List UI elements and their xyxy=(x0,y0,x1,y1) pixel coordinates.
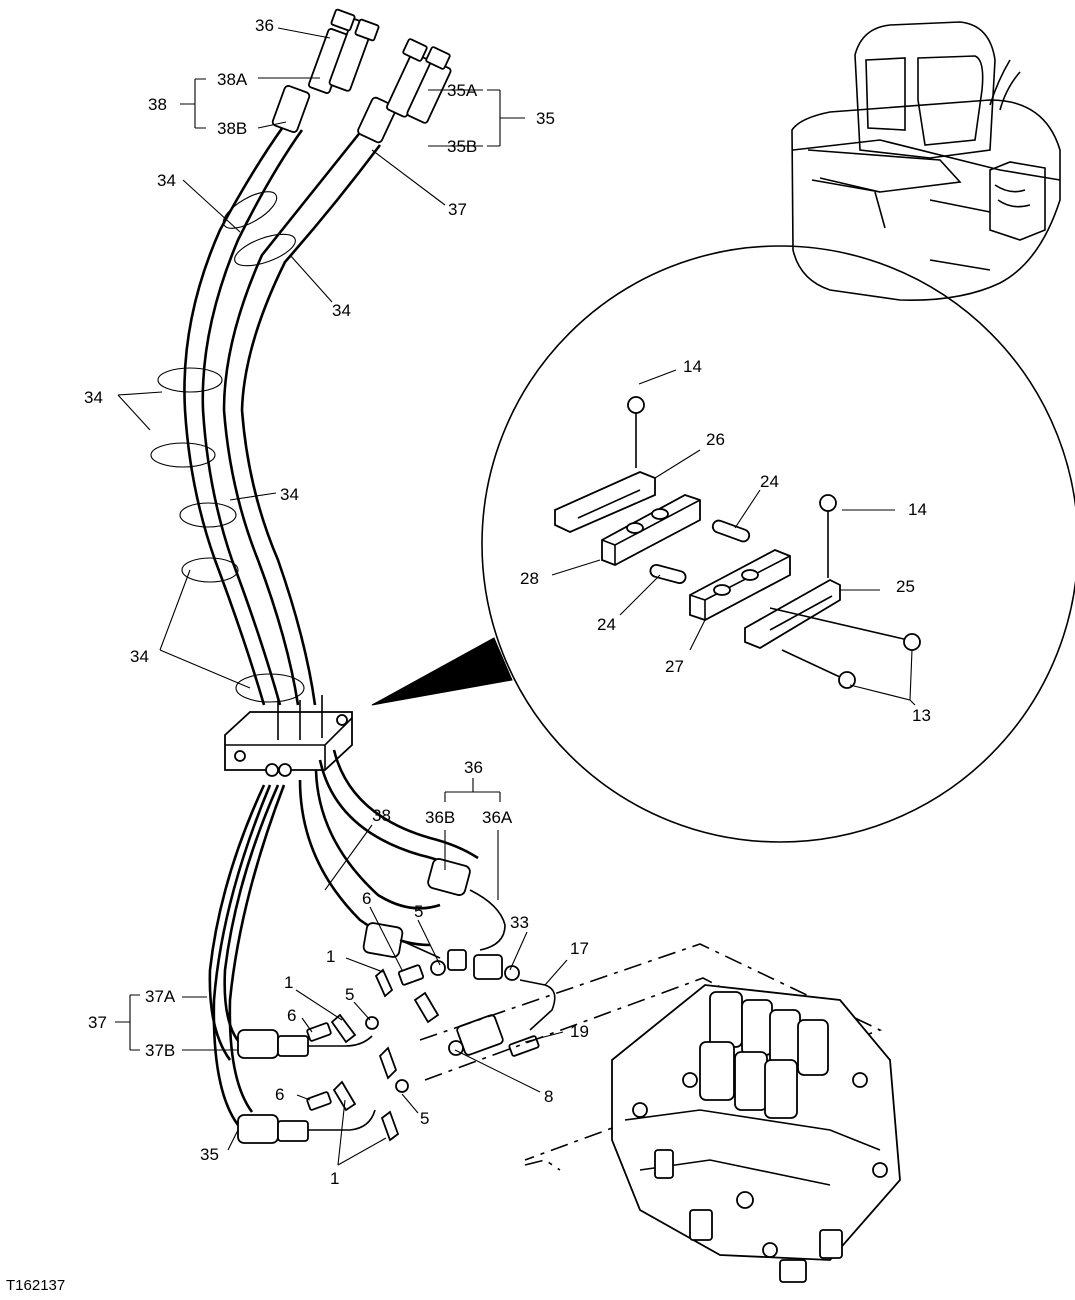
callout-14-b: 14 xyxy=(908,500,927,519)
callout-6-c: 6 xyxy=(275,1085,284,1104)
callout-6-a: 6 xyxy=(362,889,371,908)
callout-34-e: 34 xyxy=(130,647,149,666)
callout-38: 38 xyxy=(148,95,167,114)
callout-labels: 36 38 38A 38B 35A 35B 35 37 34 34 34 34 … xyxy=(6,16,931,1294)
callout-37a: 37A xyxy=(145,987,176,1006)
hose-harness xyxy=(150,8,556,1144)
callout-36-mid: 36 xyxy=(464,758,483,777)
callout-34-d: 34 xyxy=(280,485,299,504)
callout-5-c: 5 xyxy=(420,1109,429,1128)
callout-36b: 36B xyxy=(425,808,455,827)
figure-code: T162137 xyxy=(6,1277,65,1294)
callout-19: 19 xyxy=(570,1022,589,1041)
callout-5-a: 5 xyxy=(414,902,423,921)
callout-36-top: 36 xyxy=(255,16,274,35)
callout-38b: 38B xyxy=(217,119,247,138)
callout-34-a: 34 xyxy=(157,171,176,190)
callout-5-b: 5 xyxy=(345,985,354,1004)
callout-6-b: 6 xyxy=(287,1006,296,1025)
callout-37: 37 xyxy=(88,1013,107,1032)
detail-circle xyxy=(371,245,1075,843)
callout-35b: 35B xyxy=(447,137,477,156)
callout-8: 8 xyxy=(544,1087,553,1106)
callout-24-b: 24 xyxy=(597,615,616,634)
callout-17: 17 xyxy=(570,939,589,958)
callout-35: 35 xyxy=(536,109,555,128)
control-valve xyxy=(419,943,901,1283)
machine-location-inset xyxy=(791,21,1061,301)
callout-1-a: 1 xyxy=(326,947,335,966)
callout-13: 13 xyxy=(912,706,931,725)
callout-34-c: 34 xyxy=(84,388,103,407)
callout-35-bottom: 35 xyxy=(200,1145,219,1164)
callout-1-c: 1 xyxy=(330,1169,339,1188)
callout-28: 28 xyxy=(520,569,539,588)
callout-37-top: 37 xyxy=(448,200,467,219)
callout-35a: 35A xyxy=(447,81,478,100)
callout-33: 33 xyxy=(510,913,529,932)
callout-34-b: 34 xyxy=(332,301,351,320)
callout-36a: 36A xyxy=(482,808,513,827)
callout-37b: 37B xyxy=(145,1041,175,1060)
callout-38-mid: 38 xyxy=(372,806,391,825)
callout-24-a: 24 xyxy=(760,472,779,491)
callout-14-a: 14 xyxy=(683,357,702,376)
callout-1-b: 1 xyxy=(284,973,293,992)
callout-25: 25 xyxy=(896,577,915,596)
leader-lines xyxy=(115,27,916,1166)
callout-38a: 38A xyxy=(217,70,248,89)
callout-27: 27 xyxy=(665,657,684,676)
callout-26: 26 xyxy=(706,430,725,449)
